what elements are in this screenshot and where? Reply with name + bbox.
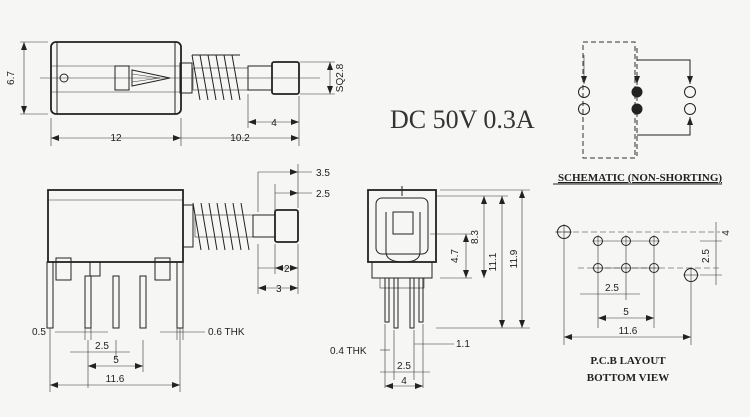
stroke-length-dim: 10.2 — [230, 133, 250, 144]
pcb-pitch-dim: 2.5 — [605, 283, 619, 294]
pcb-caption-line1: P.C.B LAYOUT — [590, 355, 666, 367]
height-dim: 6.7 — [6, 71, 17, 85]
side-dim-3: 3 — [276, 284, 282, 295]
front-dim-4: 4 — [401, 376, 407, 387]
schematic-caption: SCHEMATIC (NON-SHORTING) — [558, 172, 722, 184]
pcb-caption-line2: BOTTOM VIEW — [587, 372, 669, 384]
width-dim: 11.6 — [106, 374, 125, 385]
side-dim-3.5: 3.5 — [316, 168, 330, 179]
side-dim-2.5: 2.5 — [316, 189, 330, 200]
front-dim-2.5: 2.5 — [397, 361, 411, 372]
shaft-length-dim: 4 — [271, 118, 277, 129]
body-length-dim: 12 — [110, 133, 122, 144]
front-view: 4.7 8.3 11.1 11.9 0.4 THK 1.1 2.5 4 — [330, 186, 530, 389]
side-dim-2: 2 — [284, 264, 290, 275]
pcb-holes — [592, 235, 660, 274]
top-view: 6.7 12 10.2 4 SQ2.8 — [6, 41, 346, 146]
front-dim-1.1: 1.1 — [456, 339, 470, 350]
front-dim-11.1: 11.1 — [488, 252, 499, 271]
pin-thk-dim: 0.6 THK — [208, 327, 245, 338]
front-dim-11.9: 11.9 — [509, 249, 520, 268]
front-pin-thk-dim: 0.4 THK — [330, 346, 367, 357]
pitch2-dim: 5 — [113, 355, 119, 366]
rating-label: DC 50V 0.3A — [390, 105, 535, 134]
front-dim-8.3: 8.3 — [470, 230, 481, 244]
pcb-dim-5: 5 — [623, 307, 629, 318]
pcb-layout: 4 2.5 2.5 5 11.6 P.C.B LAYOUT BOTTOM VIE… — [555, 222, 732, 384]
pcb-dim-4: 4 — [721, 230, 732, 236]
side-view: 3.5 2.5 2 3 0.5 0.6 THK 2.5 5 — [32, 164, 330, 392]
schematic: SCHEMATIC (NON-SHORTING) — [553, 41, 722, 185]
shaft-square-dim: SQ2.8 — [335, 63, 346, 92]
pitch-dim: 2.5 — [95, 341, 109, 352]
front-dim-4.7: 4.7 — [450, 249, 461, 263]
pcb-dim-11.6: 11.6 — [619, 326, 638, 337]
pin-width-dim: 0.5 — [32, 327, 46, 338]
pcb-dim-row: 2.5 — [701, 249, 712, 263]
